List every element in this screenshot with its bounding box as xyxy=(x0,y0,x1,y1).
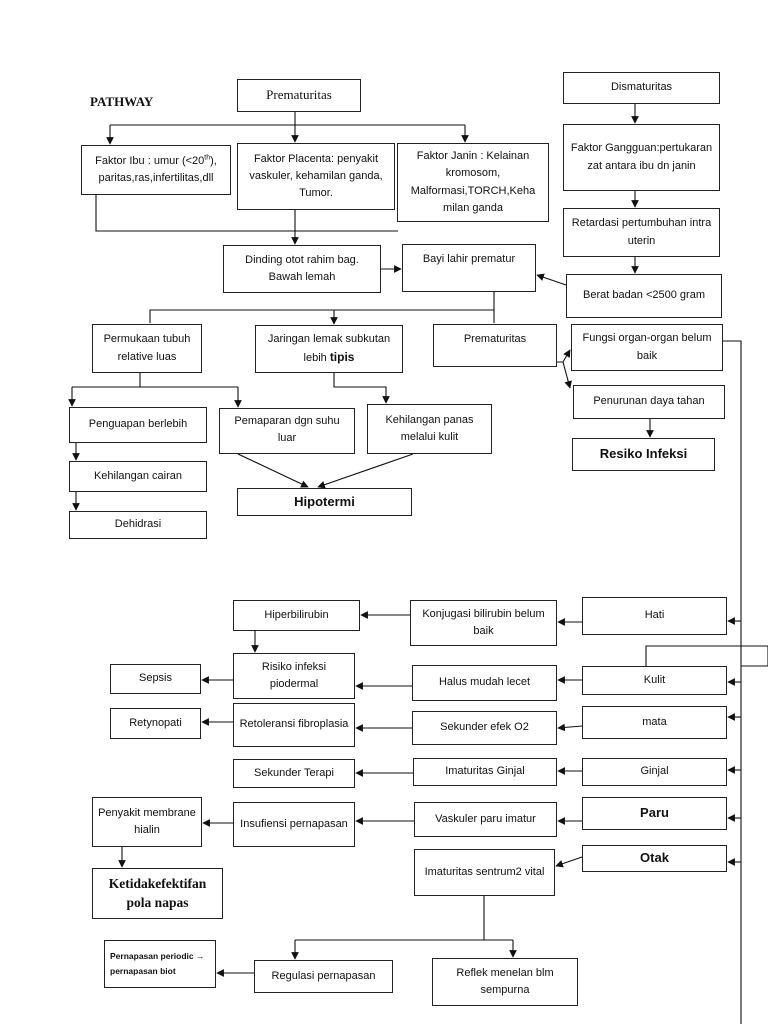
node-ketidakefektifan: Ketidakefektifan pola napas xyxy=(92,868,223,919)
node-dehidrasi: Dehidrasi xyxy=(69,511,207,539)
node-paru: Paru xyxy=(582,797,727,830)
node-sekunder-terapi: Sekunder Terapi xyxy=(233,759,355,788)
node-resiko-infeksi: Resiko Infeksi xyxy=(572,438,715,471)
node-hiperbilirubin: Hiperbilirubin xyxy=(233,600,360,631)
node-vaskuler-paru: Vaskuler paru imatur xyxy=(414,802,557,837)
node-pernapasan-periodic: Pernapasan periodic → pernapasan biot xyxy=(104,940,216,988)
node-kulit: Kulit xyxy=(582,666,727,695)
node-faktor-ibu: Faktor Ibu : umur (<20th), paritas,ras,i… xyxy=(81,145,231,195)
node-retynopati: Retynopati xyxy=(110,708,201,739)
node-otak: Otak xyxy=(582,845,727,872)
node-pemaparan: Pemaparan dgn suhu luar xyxy=(219,408,355,454)
node-berat-badan: Berat badan <2500 gram xyxy=(566,274,722,318)
node-imaturitas-ginjal: Imaturitas Ginjal xyxy=(413,758,557,786)
node-mata: mata xyxy=(582,706,727,739)
node-penguapan: Penguapan berlebih xyxy=(69,407,207,443)
node-fungsi-organ: Fungsi organ-organ belum baik xyxy=(571,324,723,371)
node-prematuritas-top: Prematuritas xyxy=(237,79,361,112)
node-penurunan-daya: Penurunan daya tahan xyxy=(573,385,725,419)
node-kehilangan-panas: Kehilangan panas melalui kulit xyxy=(367,404,492,454)
node-permukaan-tubuh: Permukaan tubuh relative luas xyxy=(92,324,202,373)
node-prematuritas-mid: Prematuritas xyxy=(433,324,557,367)
node-jaringan-lemak: Jaringan lemak subkutan lebih tipis xyxy=(255,325,403,373)
node-risiko-infeksi-piodermal: Risiko infeksi piodermal xyxy=(233,653,355,699)
node-faktor-placenta: Faktor Placenta: penyakit vaskuler, keha… xyxy=(237,143,395,210)
node-ginjal: Ginjal xyxy=(582,758,727,786)
node-bayi-lahir: Bayi lahir prematur xyxy=(402,244,536,292)
node-reflek-menelan: Reflek menelan blm sempurna xyxy=(432,958,578,1006)
node-kehilangan-cairan: Kehilangan cairan xyxy=(69,461,207,492)
node-sekunder-o2: Sekunder efek O2 xyxy=(412,711,557,745)
diagram-title: PATHWAY xyxy=(90,94,154,109)
node-halus: Halus mudah lecet xyxy=(412,665,557,701)
node-penyakit-membrane: Penyakit membrane hialin xyxy=(92,797,202,847)
node-retoleransi: Retoleransi fibroplasia xyxy=(233,703,355,747)
node-regulasi: Regulasi pernapasan xyxy=(254,960,393,993)
node-faktor-janin: Faktor Janin : Kelainan kromosom, Malfor… xyxy=(397,143,549,222)
node-insufiensi: Insufiensi pernapasan xyxy=(233,802,355,847)
node-faktor-gangguan: Faktor Gangguan:pertukaran zat antara ib… xyxy=(563,124,720,191)
node-dismaturitas: Dismaturitas xyxy=(563,72,720,104)
node-hipotermi: Hipotermi xyxy=(237,488,412,516)
node-sepsis: Sepsis xyxy=(110,664,201,694)
node-hati: Hati xyxy=(582,597,727,635)
node-dinding-otot: Dinding otot rahim bag. Bawah lemah xyxy=(223,245,381,293)
node-retardasi: Retardasi pertumbuhan intra uterin xyxy=(563,208,720,257)
node-konjugasi: Konjugasi bilirubin belum baik xyxy=(410,600,557,646)
node-imaturitas-sentrum: Imaturitas sentrum2 vital xyxy=(414,849,555,896)
